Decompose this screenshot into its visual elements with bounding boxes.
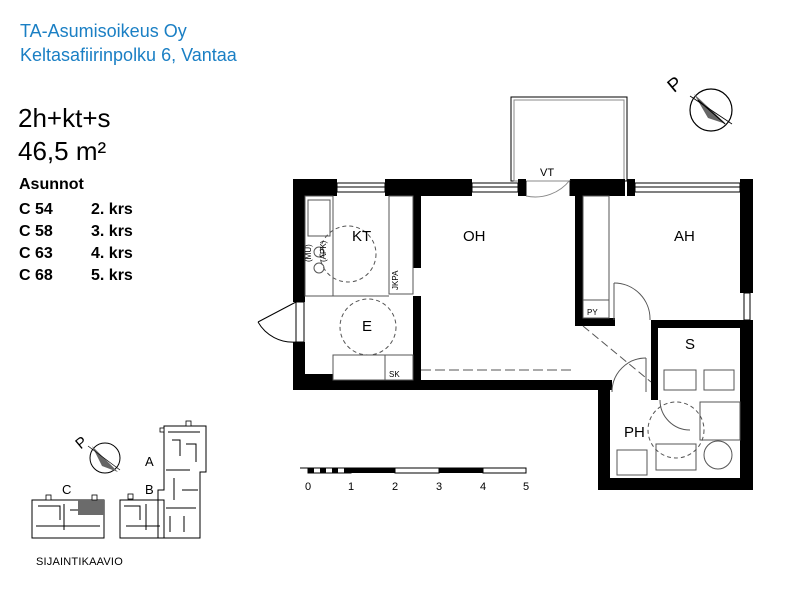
unit-floor: 3. krs (91, 223, 133, 240)
building-label-b: B (145, 482, 154, 497)
site-plan-label: SIJAINTIKAAVIO (36, 556, 123, 568)
site-plan-markers (45, 420, 192, 501)
label-apk: (APK) (319, 240, 328, 262)
building-label-a: A (145, 454, 154, 469)
north-arrow-icon (689, 88, 733, 132)
entry-fixtures (305, 295, 575, 381)
room-label-ph: PH (624, 424, 645, 441)
building-label-c: C (62, 482, 71, 497)
bedroom-fixtures (582, 195, 651, 321)
scale-tick-label: 1 (348, 481, 354, 493)
unit-code: C 54 (19, 201, 53, 218)
site-north-arrow-icon (87, 442, 121, 474)
scale-bar (300, 467, 527, 474)
units-title: Asunnot (19, 176, 84, 193)
unit-row: C 63 4. krs (19, 243, 133, 265)
north-label: P (664, 73, 687, 97)
unit-code: C 58 (19, 223, 53, 240)
unit-row: C 54 2. krs (19, 199, 133, 221)
apartment-type: 2h+kt+s (18, 103, 111, 133)
room-label-oh: OH (463, 228, 486, 245)
company-name: TA-Asumisoikeus Oy (20, 21, 187, 41)
label-sk: SK (389, 370, 400, 379)
room-label-s: S (685, 336, 695, 353)
site-north-label: P (72, 433, 91, 452)
label-py: PY (587, 308, 598, 317)
walls (293, 179, 753, 490)
address: Keltasafiirinpolku 6, Vantaa (20, 45, 237, 65)
scale-tick-label: 5 (523, 481, 529, 493)
scale-tick-label: 4 (480, 481, 486, 493)
room-label-e: E (362, 318, 372, 335)
label-mu: (MU) (304, 244, 313, 262)
site-plan (31, 425, 207, 539)
windows (336, 182, 751, 321)
entrance-door (257, 301, 305, 343)
unit-floor: 5. krs (91, 267, 133, 284)
unit-floor: 4. krs (91, 245, 133, 262)
label-jkpa: JKPA (391, 270, 400, 290)
unit-code: C 68 (19, 267, 53, 284)
scale-tick-label: 2 (392, 481, 398, 493)
room-label-vt: VT (540, 167, 554, 179)
unit-row: C 58 3. krs (19, 221, 133, 243)
unit-floor: 2. krs (91, 201, 133, 218)
balcony (510, 96, 628, 182)
balcony-door (525, 179, 571, 198)
kitchen-fixtures (304, 195, 414, 297)
room-label-ah: AH (674, 228, 695, 245)
unit-row: C 68 5. krs (19, 265, 133, 287)
bathroom-fixtures (582, 325, 741, 476)
highlighted-unit (78, 500, 104, 515)
apartment-area: 46,5 m² (18, 136, 107, 166)
units-list: C 54 2. krs C 58 3. krs C 63 4. krs C 68 5. … (19, 199, 133, 287)
room-label-kt: KT (352, 228, 371, 245)
scale-tick-label: 0 (305, 481, 311, 493)
unit-code: C 63 (19, 245, 53, 262)
scale-tick-label: 3 (436, 481, 442, 493)
